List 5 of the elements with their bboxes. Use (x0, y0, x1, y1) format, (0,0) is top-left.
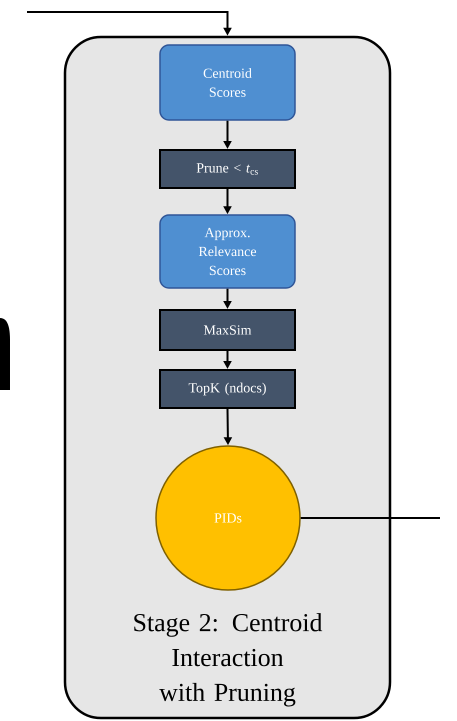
operation-box: MaxSim (159, 309, 296, 351)
score-box: Approx. Relevance Scores (159, 214, 296, 289)
operation-box: Prune < t$_{cs}$ (159, 149, 296, 189)
score-box: Centroid Scores (159, 44, 296, 121)
operation-box: TopK (ndocs) (159, 369, 296, 409)
